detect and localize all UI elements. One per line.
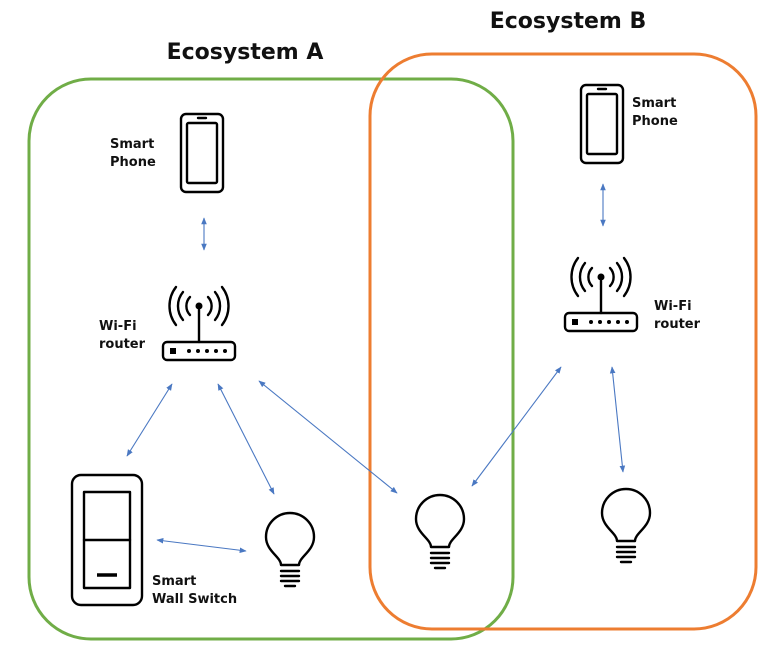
- connector-router-a-bulb-a: [217, 383, 275, 495]
- ecosystem-b-title: Ecosystem B: [490, 9, 647, 34]
- connector-router-b-bulb-b: [609, 366, 626, 473]
- connectors: [126, 183, 626, 554]
- smartphone-icon: [179, 112, 225, 194]
- wifi-router-icon: [563, 256, 639, 333]
- wifi-router-icon: [161, 285, 237, 362]
- light-bulb-icon: [264, 511, 316, 588]
- connector-switch-bulb-a: [156, 537, 247, 554]
- light-bulb-icon: [600, 487, 652, 564]
- wall-switch-icon: [70, 473, 144, 607]
- smart-phone-label-b: Smart Phone: [632, 96, 681, 129]
- ecosystem-b-boundary: [368, 52, 758, 631]
- light-bulb-icon: [414, 493, 466, 570]
- wifi-router-label-a: Wi-Fi router: [99, 319, 146, 352]
- smartphone-icon: [579, 83, 625, 165]
- connector-router-a-shared-bulb: [258, 380, 398, 494]
- wifi-router-label-b: Wi-Fi router: [654, 299, 701, 332]
- connector-router-b-shared-bulb: [471, 366, 562, 487]
- connector-router-a-switch: [126, 383, 173, 457]
- ecosystem-a-boundary: [27, 77, 515, 641]
- smart-phone-label-a: Smart Phone: [110, 137, 159, 170]
- smart-wall-switch-label: Smart Wall Switch: [152, 574, 237, 607]
- ecosystem-a-title: Ecosystem A: [167, 40, 324, 65]
